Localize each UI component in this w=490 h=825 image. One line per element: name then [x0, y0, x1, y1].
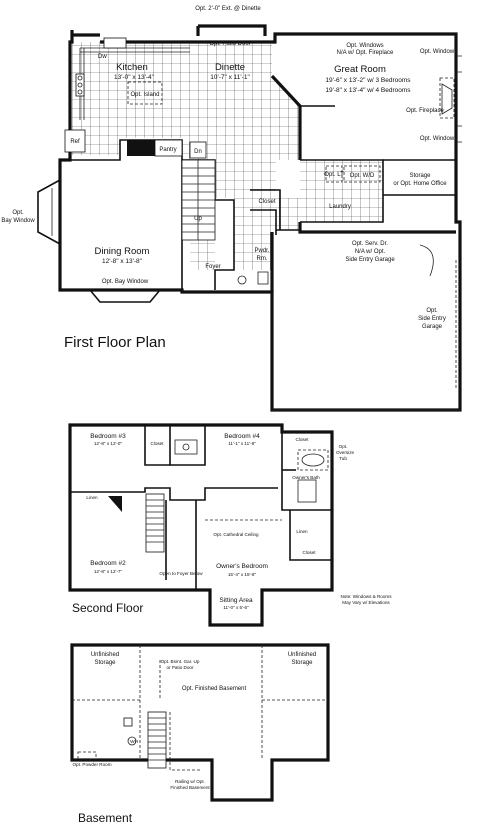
opt-island-label: Opt. Island [130, 92, 159, 98]
first-floor-plan: Opt. 2'-0" Ext. @ Dinette Opt. Patio Doo… [1, 6, 462, 412]
svg-text:Side Entry: Side Entry [418, 316, 446, 322]
basement-plan: Unfinished Storage Unfinished Storage Op… [70, 643, 330, 825]
svg-text:Tub: Tub [339, 456, 347, 461]
svg-text:or Opt. Home Office: or Opt. Home Office [393, 181, 447, 187]
svg-text:N/A w/ Opt.: N/A w/ Opt. [355, 249, 386, 255]
svg-text:Rm.: Rm. [257, 256, 268, 262]
cathedral-ceiling-label: Opt. Cathedral Ceiling [213, 532, 259, 537]
sitting-area-dims: 11'-0" x 5'-6" [223, 605, 249, 610]
svg-text:Side Entry Garage: Side Entry Garage [345, 257, 395, 263]
service-door-label: Opt. Serv. Dr. [352, 241, 388, 247]
basement-title: Basement [78, 811, 133, 825]
opt-window-label-bottom: Opt. Window [420, 136, 455, 142]
powder-room-label: Pwdr. [254, 248, 269, 254]
pantry-block [127, 140, 155, 156]
unfinished-storage-right: Unfinished [288, 652, 316, 658]
owners-closet-label: Closet [302, 550, 316, 555]
bedroom2-name: Bedroom #2 [90, 560, 126, 567]
opt-fireplace-label: Opt. Fireplace [406, 108, 444, 114]
kitchen-name: Kitchen [116, 62, 148, 73]
second-floor-outer-wall [68, 423, 334, 627]
svg-text:May Vary w/ Elevations: May Vary w/ Elevations [342, 600, 390, 605]
bottom-bay-label: Opt. Bay Window [102, 279, 149, 285]
svg-text:N/A w/ Opt. Fireplace: N/A w/ Opt. Fireplace [337, 50, 394, 56]
dining-room-name: Dining Room [95, 246, 150, 257]
dn-label: Dn [194, 149, 202, 155]
svg-text:Storage: Storage [94, 660, 116, 666]
great-room-name: Great Room [334, 64, 386, 75]
linen-label: Linen [296, 529, 308, 534]
open-to-foyer-label: Open to Foyer Below [159, 571, 203, 576]
opt-wd-label: Opt. W/D [350, 173, 375, 179]
bedroom3-name: Bedroom #3 [90, 433, 126, 440]
side-entry-garage-label: Opt. [426, 308, 438, 314]
wh-label: WH [130, 739, 138, 744]
tile-floor [70, 42, 300, 230]
owners-bedroom-dims: 15'-4" x 15'-8" [228, 572, 257, 577]
opt-lt-label: Opt. LT [324, 172, 344, 178]
pantry-label: Pantry [159, 147, 176, 153]
dinette-name: Dinette [215, 62, 245, 73]
bedroom4-dims: 11'-1" x 11'-8" [228, 441, 256, 446]
svg-text:Oversize: Oversize [336, 450, 355, 455]
powder-room-bsmt-label: Opt. Powder Room [72, 762, 111, 767]
laundry-label: Laundry [329, 204, 351, 210]
bsmt-garage-label: Opt. Bsmt. Gar. Up [161, 659, 200, 664]
railing-label: Railing w/ Opt. [175, 779, 205, 784]
bedroom4-name: Bedroom #4 [224, 433, 260, 440]
second-floor-plan: Bedroom #3 12'-8" x 12'-0" Closet Bedroo… [68, 423, 392, 627]
sitting-area-name: Sitting Area [219, 597, 253, 604]
up-label: Up [194, 216, 202, 222]
foyer-label: Foyer [205, 264, 220, 270]
closet-label-b3: Closet [150, 441, 164, 446]
bedroom2-dims: 12'-8" x 12'-7" [94, 569, 123, 574]
patio-door-label: Opt. Patio Door [209, 41, 250, 47]
closet-label: Closet [258, 199, 275, 205]
finished-basement-label: Opt. Finished Basement [182, 686, 247, 692]
svg-text:Finished Basement: Finished Basement [170, 785, 210, 790]
owners-bath-label: Owner's Bath [292, 475, 320, 480]
dinette-dims: 10'-7" x 11'-1" [210, 74, 250, 81]
first-floor-title: First Floor Plan [64, 334, 166, 351]
linen-label-hall: Linen [86, 495, 98, 500]
kitchen-dims: 13'-0" x 13'-4" [114, 74, 155, 81]
svg-text:Storage: Storage [291, 660, 313, 666]
opt-oversize-tub-label: Opt. [339, 444, 348, 449]
svg-text:Bay Window: Bay Window [1, 218, 35, 224]
svg-text:or Patio Door: or Patio Door [166, 665, 194, 670]
dining-room-dims: 12'-8" x 13'-8" [102, 258, 143, 265]
bay-window-label: Opt. [12, 210, 24, 216]
closet-label-b4: Closet [295, 437, 309, 442]
dw-label: Dw [98, 54, 107, 60]
svg-text:Garage: Garage [422, 324, 443, 330]
first-floor-stairs [181, 141, 216, 241]
note-label: Note: Windows & Rooms [340, 594, 392, 599]
bedroom3-dims: 12'-8" x 12'-0" [94, 441, 123, 446]
great-room-dims-3br: 19'-6" x 13'-2" w/ 3 Bedrooms [325, 77, 411, 84]
owners-bedroom-name: Owner's Bedroom [216, 563, 268, 570]
great-room-dims-4br: 19'-8" x 13'-4" w/ 4 Bedrooms [325, 87, 411, 94]
opt-window-label-top: Opt. Window [420, 49, 455, 55]
ref-label: Ref [70, 139, 80, 145]
opt-ext-label: Opt. 2'-0" Ext. @ Dinette [195, 6, 261, 12]
second-floor-title: Second Floor [72, 601, 143, 615]
basement-outer-wall [70, 643, 330, 802]
storage-label: Storage [409, 173, 431, 179]
opt-windows-label: Opt. Windows [346, 43, 383, 49]
unfinished-storage-left: Unfinished [91, 652, 119, 658]
